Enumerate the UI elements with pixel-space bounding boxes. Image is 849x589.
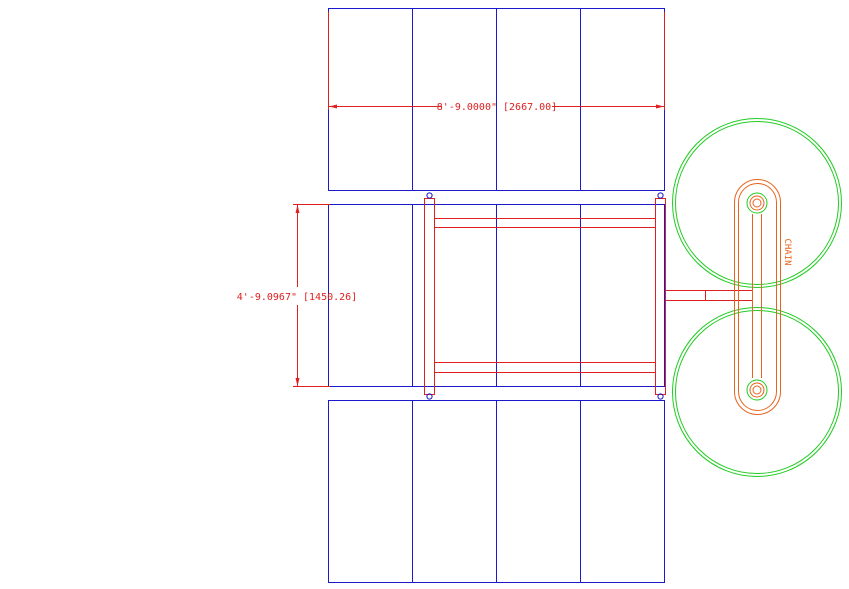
height-arrow-top: [295, 205, 300, 213]
chain-assembly: CHAIN: [734, 179, 792, 415]
lower-axle-core: [752, 385, 762, 395]
top-panel-group: [328, 8, 665, 191]
height-dimension-label: 4'-9.0967" [1450.26]: [237, 292, 357, 303]
upper-sprocket-hub: [746, 192, 768, 214]
upper-sprocket-outer: [672, 118, 842, 288]
frame-assembly: [424, 198, 752, 395]
width-arrow-right: [656, 104, 664, 109]
lower-axle-icon: [749, 382, 765, 398]
lower-sprocket-inner: [675, 310, 839, 474]
upper-axle-core: [752, 198, 762, 208]
lower-sprocket-hub: [746, 379, 768, 401]
bottom-panel-group: [328, 400, 665, 583]
chain-outer-loop: [734, 179, 781, 415]
height-arrow-bottom: [295, 378, 300, 386]
caster-group: [426, 192, 664, 400]
chain-label: CHAIN: [782, 238, 792, 265]
width-arrow-left: [329, 104, 337, 109]
caster-bottom-left-icon: [426, 393, 433, 400]
width-dimension: 8'-9.0000" [2667.00]: [328, 12, 665, 113]
frame-left-post: [424, 198, 435, 395]
height-dimension: 4'-9.0967" [1450.26]: [237, 204, 357, 387]
caster-top-right-icon: [657, 192, 664, 199]
caster-bottom-right-icon: [657, 393, 664, 400]
upper-axle-icon: [749, 195, 765, 211]
caster-top-left-icon: [426, 192, 433, 199]
lower-sprocket-outer: [672, 307, 842, 477]
upper-sprocket-inner: [675, 121, 839, 285]
width-dimension-label: 8'-9.0000" [2667.00]: [437, 102, 557, 113]
sprocket-group: [672, 118, 842, 477]
middle-panel-group: [328, 204, 665, 387]
chain-inner-loop: [738, 183, 777, 411]
